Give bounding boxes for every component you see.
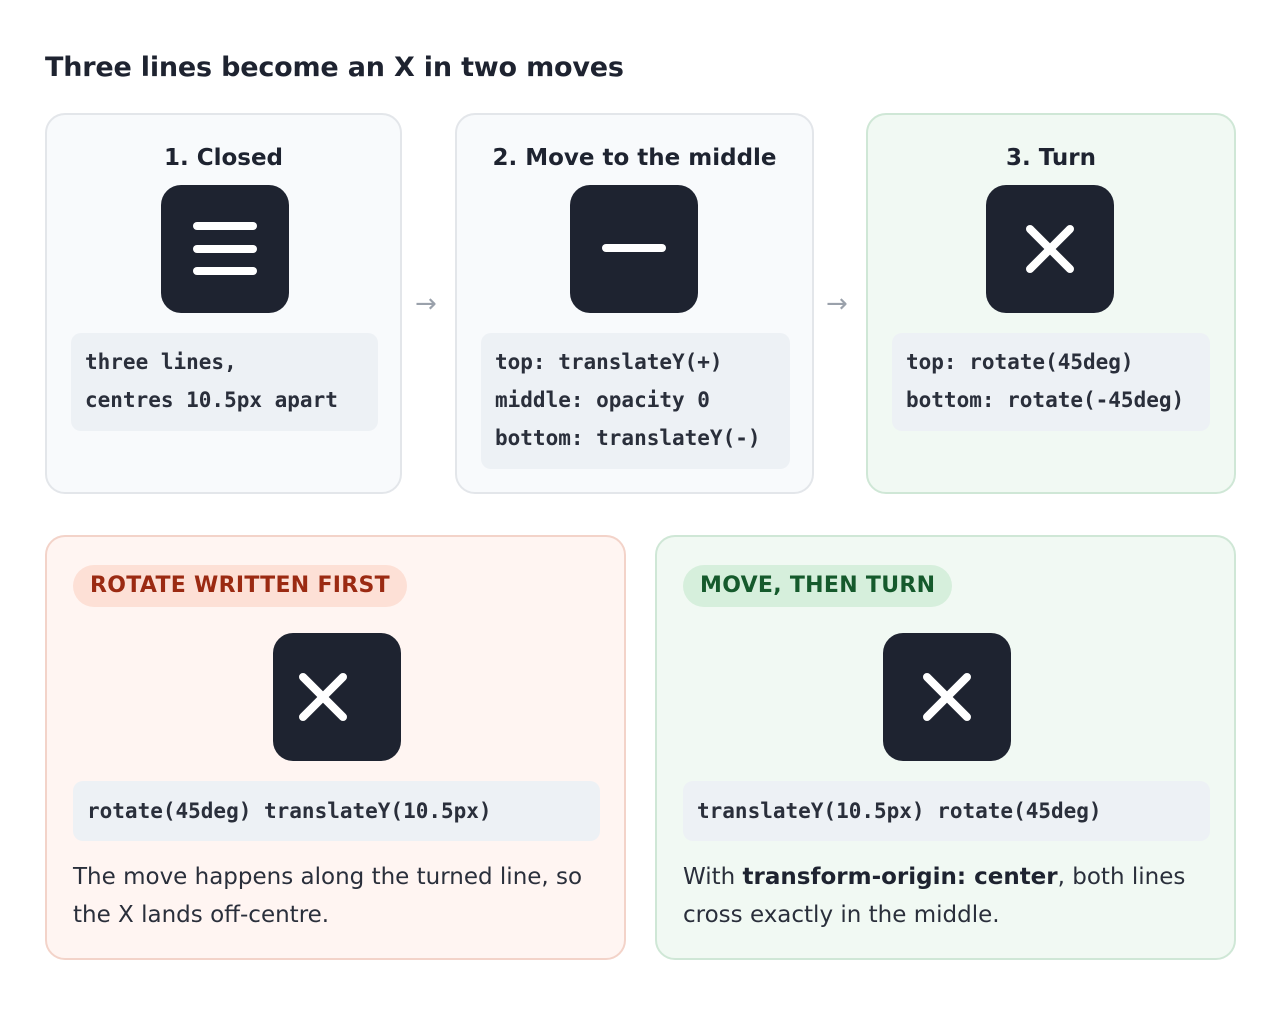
code-line: top: rotate(45deg): [906, 350, 1134, 374]
code-block: top: rotate(45deg) bottom: rotate(-45deg…: [892, 333, 1210, 431]
explanation-line: The move happens along the turned line, …: [73, 864, 583, 890]
code-block: top: translateY(+) middle: opacity 0 bot…: [481, 333, 790, 469]
step-arrow: →: [415, 289, 437, 319]
step-card-turn: 3. Turn top: rotate(45deg) bottom: rotat…: [866, 113, 1236, 494]
page-title: Three lines become an X in two moves: [45, 52, 624, 83]
code-line: rotate(45deg) translateY(10.5px): [87, 799, 492, 823]
code-line: translateY(10.5px) rotate(45deg): [697, 799, 1102, 823]
explanation-text: With transform-origin: center, both line…: [683, 858, 1203, 934]
explanation-prefix: With: [683, 864, 743, 890]
step-card-move: 2. Move to the middle top: translateY(+)…: [455, 113, 814, 494]
step-card-closed: 1. Closed three lines, centres 10.5px ap…: [45, 113, 402, 494]
explanation-text: The move happens along the turned line, …: [73, 858, 593, 934]
code-block: three lines, centres 10.5px apart: [71, 333, 378, 431]
code-line: three lines,: [85, 350, 237, 374]
close-x-icon: [986, 185, 1114, 313]
minus-icon: [570, 185, 698, 313]
warning-badge: ROTATE WRITTEN FIRST: [73, 565, 407, 607]
success-badge: MOVE, THEN TURN: [683, 565, 953, 607]
step-title: 1. Closed: [163, 145, 284, 171]
code-line: bottom: translateY(-): [495, 426, 761, 450]
code-block: rotate(45deg) translateY(10.5px): [73, 781, 600, 841]
off-centre-x-icon: [273, 633, 401, 761]
comparison-card-move-then-turn: MOVE, THEN TURN translateY(10.5px) rotat…: [655, 535, 1236, 960]
step-title: 3. Turn: [1005, 145, 1096, 171]
explanation-emphasis: transform-origin: center: [742, 864, 1058, 890]
code-line: centres 10.5px apart: [85, 388, 338, 412]
code-line: bottom: rotate(-45deg): [906, 388, 1185, 412]
step-arrow: →: [826, 289, 848, 319]
explanation-line: cross exactly in the middle.: [683, 902, 1000, 928]
code-line: middle: opacity 0: [495, 388, 710, 412]
code-block: translateY(10.5px) rotate(45deg): [683, 781, 1210, 841]
hamburger-icon: [161, 185, 289, 313]
centred-x-icon: [883, 633, 1011, 761]
step-title: 2. Move to the middle: [492, 145, 777, 171]
code-line: top: translateY(+): [495, 350, 723, 374]
explanation-suffix: , both lines: [1057, 864, 1186, 890]
comparison-card-rotate-first: ROTATE WRITTEN FIRST rotate(45deg) trans…: [45, 535, 626, 960]
explanation-line: the X lands off-centre.: [73, 902, 330, 928]
